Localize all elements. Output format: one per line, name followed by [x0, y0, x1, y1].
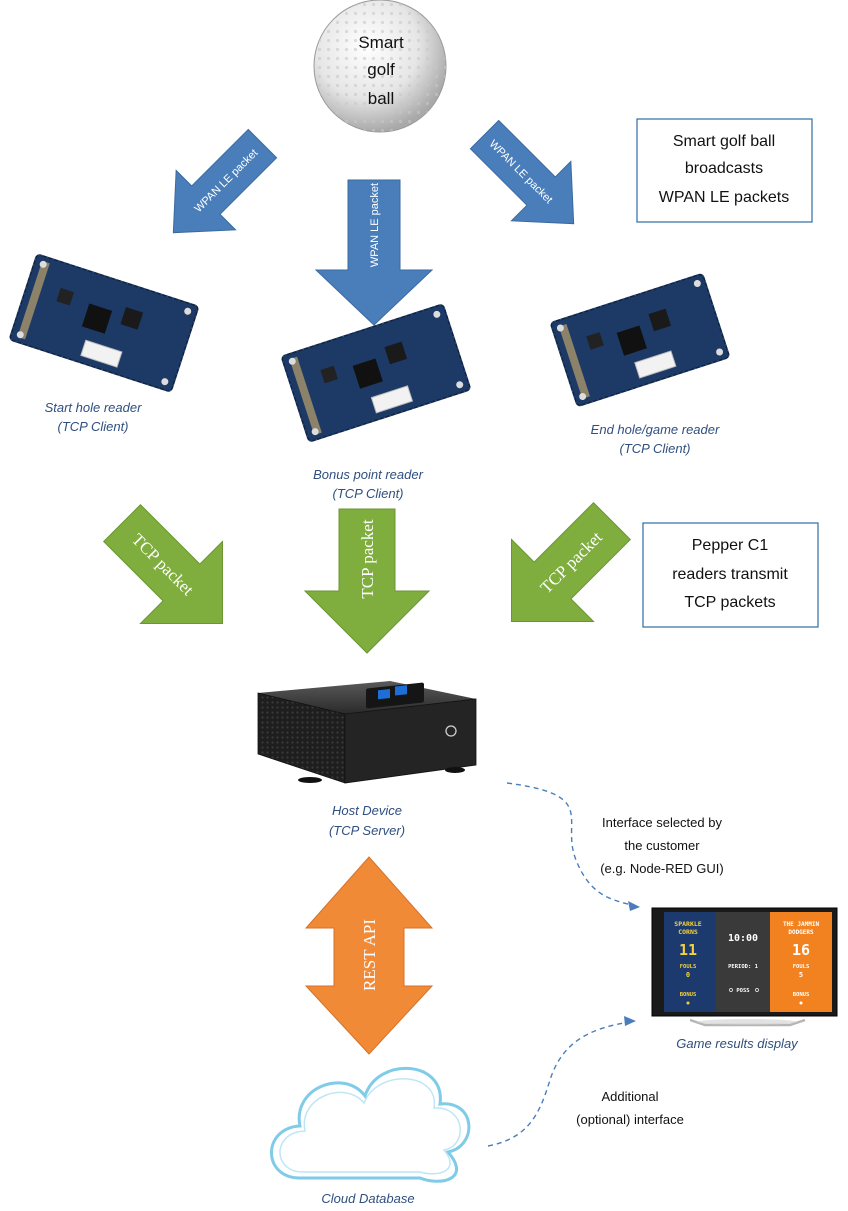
tcp-note-line1: Pepper C1: [692, 537, 769, 554]
wpan-note-line3: WPAN LE packets: [659, 189, 789, 206]
tcp-note-line2: readers transmit: [672, 566, 788, 583]
home-fouls: 0: [686, 971, 690, 979]
tcp-arrow-center-label: TCP packet: [358, 519, 377, 598]
wpan-arrow-left: WPAN LE packet: [172, 128, 278, 234]
interface-note-line1: Interface selected by: [602, 815, 722, 830]
start-hole-reader-board: [9, 254, 199, 392]
tcp-arrow-right: TCP packet: [511, 501, 632, 622]
tcp-arrow-left: TCP packet: [102, 503, 223, 624]
end-reader-name: End hole/game reader: [591, 422, 720, 437]
period-label: PERIOD: 1: [728, 964, 758, 970]
golf-ball: Smart golf ball: [313, 0, 447, 133]
wpan-note-box: Smart golf ball broadcasts WPAN LE packe…: [636, 118, 813, 223]
cloud-database-icon: [270, 1066, 471, 1183]
ball-label-line3: ball: [368, 89, 394, 108]
game-results-display: SPARKLE CORNS 11 FOULS 0 BONUS 10:00 PER…: [651, 907, 838, 1027]
home-team-line2: CORNS: [678, 928, 698, 936]
interface-note-line3: (e.g. Node-RED GUI): [600, 861, 724, 876]
ball-label-line1: Smart: [358, 33, 404, 52]
rest-api-arrow: REST API: [304, 856, 434, 1055]
wpan-arrow-center-label: WPAN LE packet: [369, 183, 381, 267]
away-team-line1: THE JAMMIN: [783, 921, 820, 928]
start-reader-name: Start hole reader: [45, 400, 143, 415]
wpan-note-line1: Smart golf ball: [673, 133, 775, 150]
dashed-connector-host-to-display: [506, 782, 637, 907]
away-fouls: 5: [799, 971, 803, 979]
home-score: 11: [679, 941, 697, 959]
home-bonus-label: BONUS: [680, 992, 697, 998]
ball-label-line2: golf: [367, 60, 395, 79]
dashed-connector-arrowhead: [628, 901, 640, 911]
end-hole-reader-board: [550, 273, 730, 407]
bonus-reader-name: Bonus point reader: [313, 467, 424, 482]
start-reader-role: (TCP Client): [57, 419, 128, 434]
host-device-name: Host Device: [332, 803, 402, 818]
cloud-caption: Cloud Database: [321, 1191, 414, 1206]
away-fouls-label: FOULS: [793, 964, 810, 970]
tcp-note-box: Pepper C1 readers transmit TCP packets: [642, 522, 819, 628]
end-reader-role: (TCP Client): [619, 441, 690, 456]
away-team-line2: DODGERS: [788, 929, 814, 936]
home-fouls-label: FOULS: [680, 964, 697, 970]
tcp-note-line3: TCP packets: [684, 594, 775, 611]
bonus-reader-role: (TCP Client): [332, 486, 403, 501]
dashed-connector-cloud-to-display: [487, 1021, 631, 1147]
optional-note-line2: (optional) interface: [576, 1112, 684, 1127]
wpan-note-line2: broadcasts: [685, 160, 763, 177]
possession-label: POSS: [736, 988, 749, 994]
home-team-line1: SPARKLE: [674, 920, 701, 928]
bonus-point-reader-board: [281, 304, 471, 442]
rest-api-label: REST API: [360, 919, 379, 991]
host-device-image: [257, 681, 477, 784]
interface-note-line2: the customer: [624, 838, 700, 853]
game-clock: 10:00: [728, 933, 758, 944]
wpan-arrow-right: WPAN LE packet: [469, 119, 575, 225]
tcp-arrow-center: TCP packet: [303, 508, 431, 654]
away-score: 16: [792, 941, 810, 959]
host-device-role: (TCP Server): [329, 823, 405, 838]
wpan-arrow-center: WPAN LE packet: [314, 179, 434, 326]
display-caption: Game results display: [676, 1036, 799, 1051]
away-bonus-label: BONUS: [793, 992, 810, 998]
dashed-connector-cloud-arrowhead: [624, 1016, 636, 1026]
optional-note-line1: Additional: [601, 1089, 658, 1104]
